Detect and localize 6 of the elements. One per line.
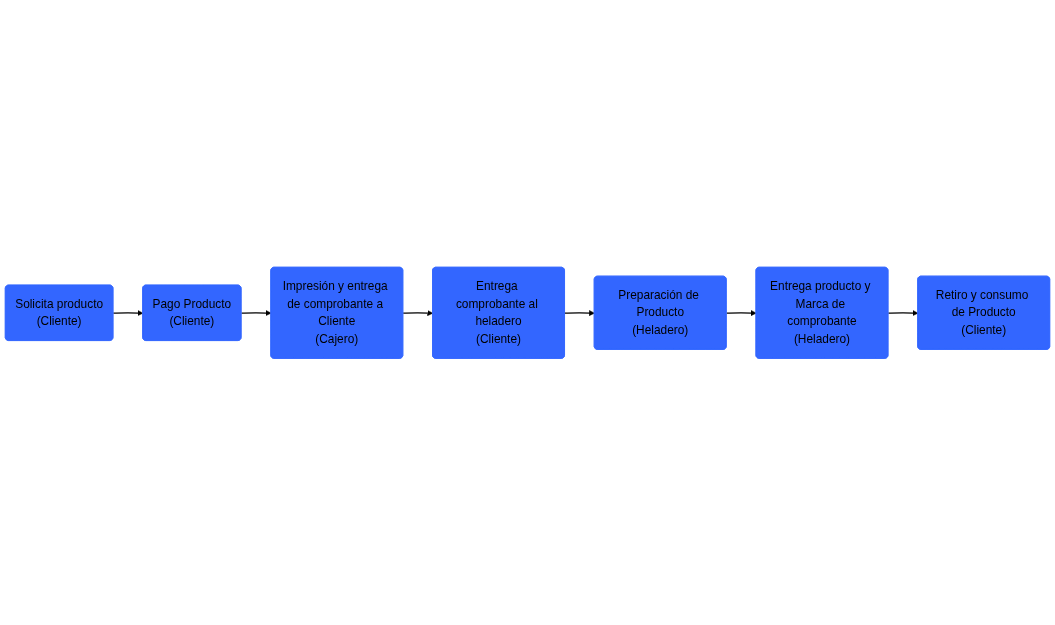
arrow: [564, 309, 595, 316]
arrow: [725, 309, 757, 316]
arrow: [240, 309, 272, 316]
arrow: [402, 309, 434, 316]
arrow: [887, 309, 919, 316]
arrow: [112, 309, 144, 316]
